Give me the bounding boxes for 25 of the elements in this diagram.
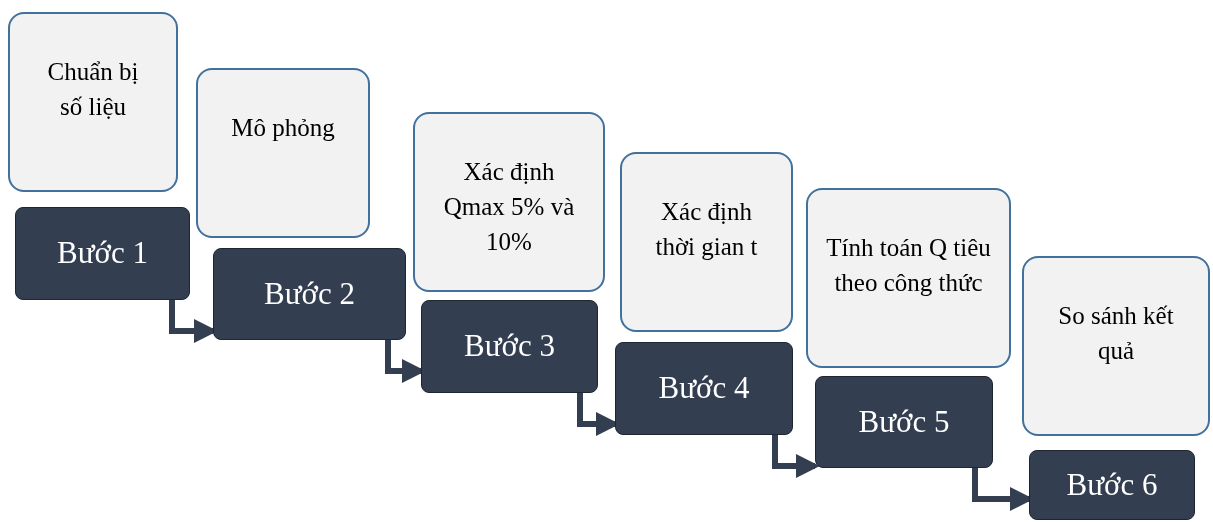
step-label: Bước 6 (1066, 465, 1158, 504)
step-box (615, 342, 793, 435)
task-label: Mô phỏng (231, 113, 335, 143)
task-label: Chuẩn bị số liệu (46, 57, 140, 122)
step-label: Bước 4 (658, 369, 750, 408)
task-label: Xác định thời gian t (654, 197, 759, 262)
step-label: Bước 2 (264, 274, 355, 313)
task-label: So sánh kết quả (1057, 301, 1175, 366)
task-box (1022, 256, 1210, 436)
task-box (806, 188, 1011, 368)
task-label: Tính toán Q tiêu theo công thức (826, 233, 991, 298)
step-box (213, 248, 406, 340)
step-label: Bước 3 (464, 327, 555, 366)
step-box (1029, 450, 1195, 520)
task-box (8, 12, 178, 192)
step-box (421, 300, 598, 393)
task-box (620, 152, 793, 332)
step-label: Bước 5 (858, 402, 950, 441)
task-box (413, 112, 605, 292)
step-box (15, 207, 190, 300)
step-label: Bước 1 (57, 234, 148, 273)
arrow (772, 435, 820, 478)
task-box (196, 68, 370, 238)
step-box (815, 376, 993, 468)
task-label: Xác định Qmax 5% và 10% (442, 157, 576, 257)
